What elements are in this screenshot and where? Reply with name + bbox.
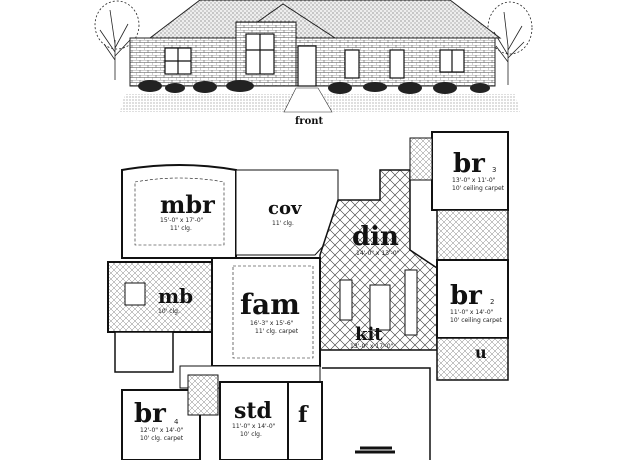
room-dims-mbr: 15'-0" x 17'-0" [160, 217, 204, 224]
room-label-mb: mb [158, 284, 193, 308]
room-note-mb: 10' clg. [158, 308, 180, 315]
kitchen-counter [339, 279, 353, 321]
entry-walk [322, 367, 431, 460]
front-elevation: front [94, 0, 533, 127]
room-note-br3: 10' ceiling carpet [452, 185, 505, 192]
room-label-din: din [352, 222, 399, 252]
room-label-kit: kit [355, 324, 383, 345]
room-dims-br3: 13'-0" x 11'-0" [452, 177, 496, 184]
room-num-br2: 2 [490, 298, 494, 306]
room-label-br4: br [134, 399, 166, 429]
floor-plan [107, 131, 509, 460]
hall-bath [187, 374, 219, 416]
room-dims-br2: 11'-0" x 14'-0" [450, 309, 494, 316]
room-dims-kit: 13'-0" x 17'-0" [350, 343, 394, 350]
tree-right [487, 1, 533, 85]
garage-stripes [355, 446, 395, 454]
room-note-mbr: 11' clg. [170, 225, 192, 232]
room-label-mbr: mbr [160, 190, 215, 219]
room-dims-std: 11'-0" x 14'-0" [232, 423, 276, 430]
room-num-br4: 4 [174, 418, 179, 426]
windows [164, 33, 465, 79]
kitchen-island [369, 284, 391, 331]
room-note-fam: 11' clg. carpet [255, 328, 299, 335]
room-label-fam: fam [240, 288, 300, 321]
room-note-br2: 10' ceiling carpet [450, 317, 503, 324]
room-num-br3: 3 [492, 166, 496, 174]
room-note-cov: 11' clg. [272, 220, 294, 227]
front-walk [283, 87, 333, 113]
br4-walls [121, 389, 201, 460]
room-label-br2: br [450, 281, 482, 311]
utility-walls [436, 337, 509, 381]
room-label-cov: cov [268, 198, 302, 219]
room-labels: mbr 15'-0" x 17'-0" 11' clg. cov 11' clg… [134, 149, 505, 442]
room-note-br4: 10' clg. carpet [140, 435, 184, 442]
shrubs [138, 80, 490, 94]
front-door [297, 45, 317, 87]
bath-right [436, 209, 509, 261]
kitchen-counter-right [404, 269, 418, 336]
room-label-f: f [298, 402, 309, 428]
room-dims-br4: 12'-0" x 14'-0" [140, 427, 184, 434]
front-label: front [295, 116, 324, 127]
room-label-u: u [475, 343, 487, 362]
room-label-std: std [234, 398, 272, 424]
std-walls [219, 381, 289, 460]
room-note-std: 10' clg. [240, 431, 262, 438]
foyer-walls [287, 381, 323, 460]
fam-walls [211, 257, 321, 367]
tree-left [94, 0, 140, 80]
room-label-br3: br [453, 149, 485, 179]
room-dims-fam: 16'-3" x 15'-6" [250, 320, 294, 327]
room-dims-din: 14'-0" x 13'-0" [356, 250, 400, 257]
